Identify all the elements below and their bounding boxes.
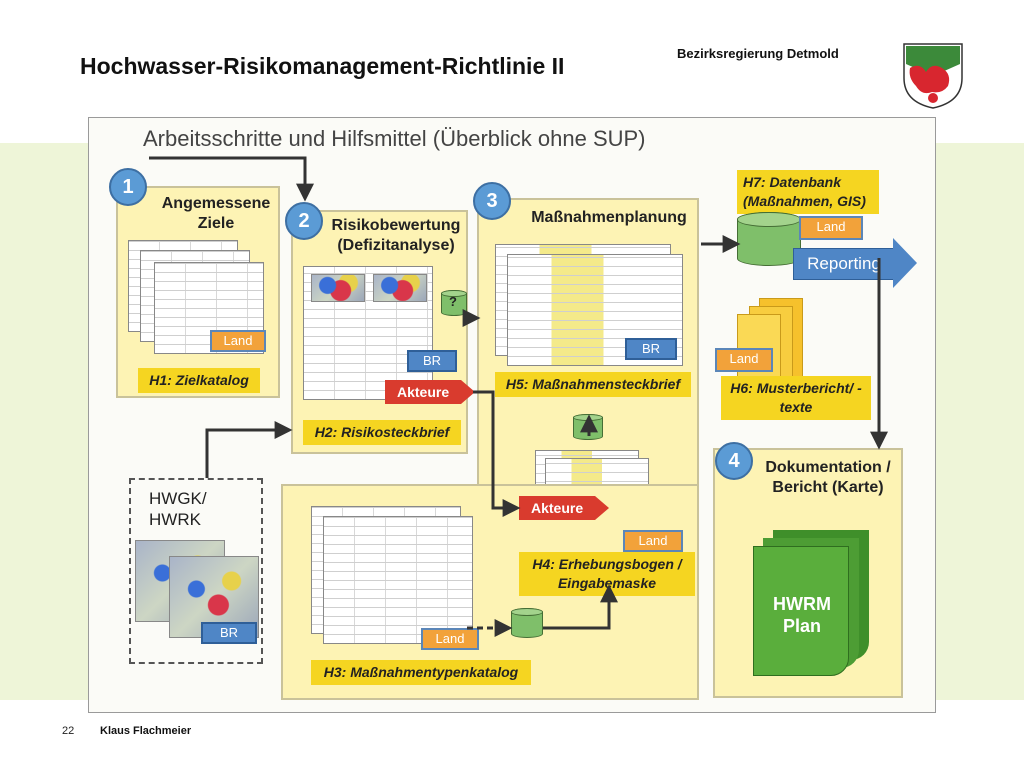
step-2-badge: 2 — [285, 202, 323, 240]
h6-helper: H6: Musterbericht/ -texte — [721, 376, 871, 420]
plan-label: HWRM Plan — [773, 594, 831, 636]
step-3-title: Maßnahmenplanung — [531, 209, 687, 226]
database-icon — [737, 212, 801, 266]
step-1-title: Angemessene Ziele — [161, 195, 271, 232]
land-tag: Land — [799, 216, 863, 240]
br-tag: BR — [201, 622, 257, 644]
br-tag: BR — [625, 338, 677, 360]
step-1-box: Angemessene Ziele Land H1: Zielkatalog — [116, 186, 280, 398]
slide-title: Hochwasser-Risikomanagement-Richtlinie I… — [80, 53, 565, 79]
h4-helper: H4: Erhebungsbogen / Eingabemaske — [519, 552, 695, 596]
author-name: Klaus Flachmeier — [100, 725, 192, 737]
step-3-badge: 3 — [473, 182, 511, 220]
step-3-helper: H5: Maßnahmensteckbrief — [495, 372, 691, 397]
akteure-tag-2: Akteure — [519, 496, 609, 520]
step-2-box: Risikobewertung (Defizitanalyse) ? BR H2… — [291, 210, 468, 454]
reporting-arrow-head — [893, 238, 917, 288]
akteure-tag-1: Akteure — [385, 380, 475, 404]
br-tag: BR — [407, 350, 457, 372]
document-stack — [154, 262, 264, 354]
step-4-badge: 4 — [715, 442, 753, 480]
maps-label: HWGK/ HWRK — [149, 489, 207, 529]
database-icon — [441, 290, 467, 316]
land-tag: Land — [210, 330, 266, 352]
step-2-helper: H2: Risikosteckbrief — [303, 420, 461, 445]
step-1-badge: 1 — [109, 168, 147, 206]
reporting-arrow: Reporting — [793, 248, 895, 280]
diagram-title: Arbeitsschritte und Hilfsmittel (Überbli… — [143, 126, 646, 151]
step-2-title: Risikobewertung (Defizitanalyse) — [331, 217, 461, 254]
diagram-photo: Arbeitsschritte und Hilfsmittel (Überbli… — [88, 117, 936, 713]
mini-map — [373, 274, 427, 302]
land-tag: Land — [421, 628, 479, 650]
mini-map — [311, 274, 365, 302]
coat-of-arms-icon — [903, 43, 963, 109]
h3-helper: H3: Maßnahmentypenkatalog — [311, 660, 531, 685]
land-tag: Land — [715, 348, 773, 372]
step-1-helper: H1: Zielkatalog — [138, 368, 260, 393]
connector-arrows — [149, 156, 888, 637]
organization-name: Bezirksregierung Detmold — [677, 46, 839, 61]
h7-helper: H7: Datenbank (Maßnahmen, GIS) — [737, 170, 879, 214]
plan-page: HWRM Plan — [753, 546, 849, 676]
page-number: 22 — [62, 725, 75, 737]
step-4-title: Dokumentation / Bericht (Karte) — [765, 459, 891, 496]
question-mark: ? — [449, 294, 457, 309]
catalog-document — [323, 516, 473, 644]
land-tag: Land — [623, 530, 683, 552]
h3-h4-box: Land H3: Maßnahmentypenkatalog Land H4: … — [281, 484, 699, 700]
step-4-box: Dokumentation / Bericht (Karte) HWRM Pla… — [713, 448, 903, 698]
hazard-maps-box: HWGK/ HWRK BR — [129, 478, 263, 664]
